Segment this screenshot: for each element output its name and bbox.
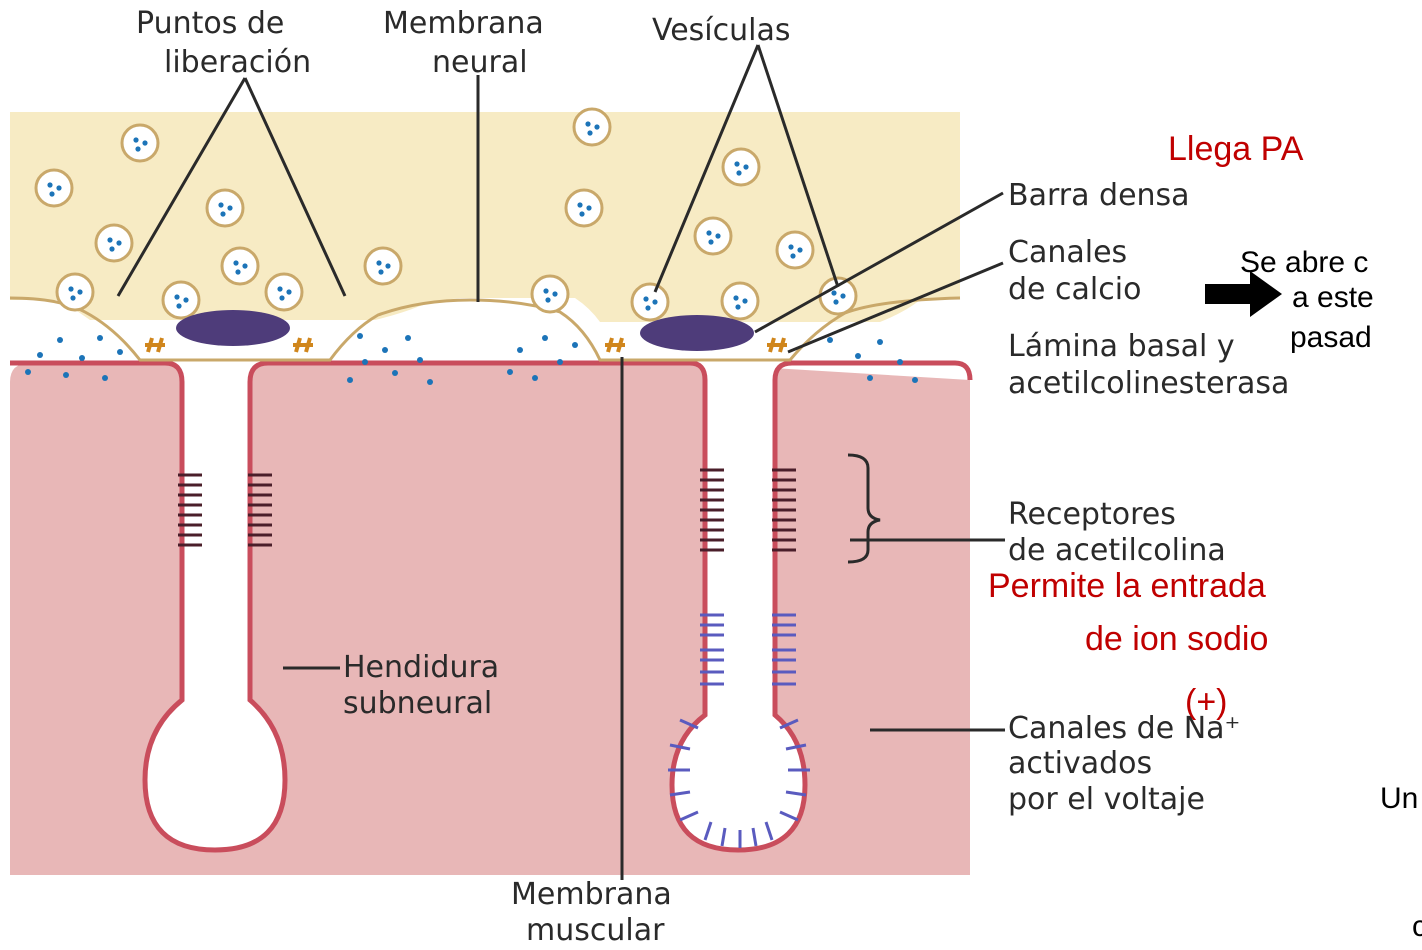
label-canales-na-2: activados xyxy=(1008,746,1152,781)
label-lamina-1: Lámina basal y xyxy=(1008,329,1235,364)
annotation-positive: (+) xyxy=(1185,683,1228,721)
annotation-llega-pa: Llega PA xyxy=(1168,130,1304,168)
dense-bar-right xyxy=(640,315,754,351)
label-hendidura-1: Hendidura xyxy=(343,650,499,685)
label-puntos-2: liberación xyxy=(164,45,311,80)
label-vesiculas: Vesículas xyxy=(652,13,790,48)
label-lamina-2: acetilcolinesterasa xyxy=(1008,366,1289,401)
annotation-pasad: pasad xyxy=(1290,321,1372,354)
label-hendidura-2: subneural xyxy=(343,686,492,721)
label-puntos-1: Puntos de xyxy=(136,6,284,41)
label-membrana-neural-1: Membrana xyxy=(383,6,544,41)
label-canales-na-3: por el voltaje xyxy=(1008,782,1205,817)
label-canales-calcio-1: Canales xyxy=(1008,235,1127,270)
label-barra-densa: Barra densa xyxy=(1008,178,1190,213)
dense-bar-left xyxy=(176,310,290,346)
label-receptores-1: Receptores xyxy=(1008,497,1176,532)
label-membrana-muscular-2: muscular xyxy=(526,913,665,948)
annotation-a-este: a este xyxy=(1292,281,1374,314)
annotation-se-abre: Se abre c xyxy=(1240,246,1368,279)
label-membrana-neural-2: neural xyxy=(432,45,528,80)
annotation-c: c xyxy=(1412,910,1422,943)
label-membrana-muscular-1: Membrana xyxy=(511,877,672,912)
annotation-permite: Permite la entrada xyxy=(988,567,1266,605)
label-canales-calcio-2: de calcio xyxy=(1008,272,1141,307)
annotation-un: Un xyxy=(1380,782,1418,815)
annotation-ion-sodio: de ion sodio xyxy=(1085,620,1268,658)
label-receptores-2: de acetilcolina xyxy=(1008,533,1226,568)
